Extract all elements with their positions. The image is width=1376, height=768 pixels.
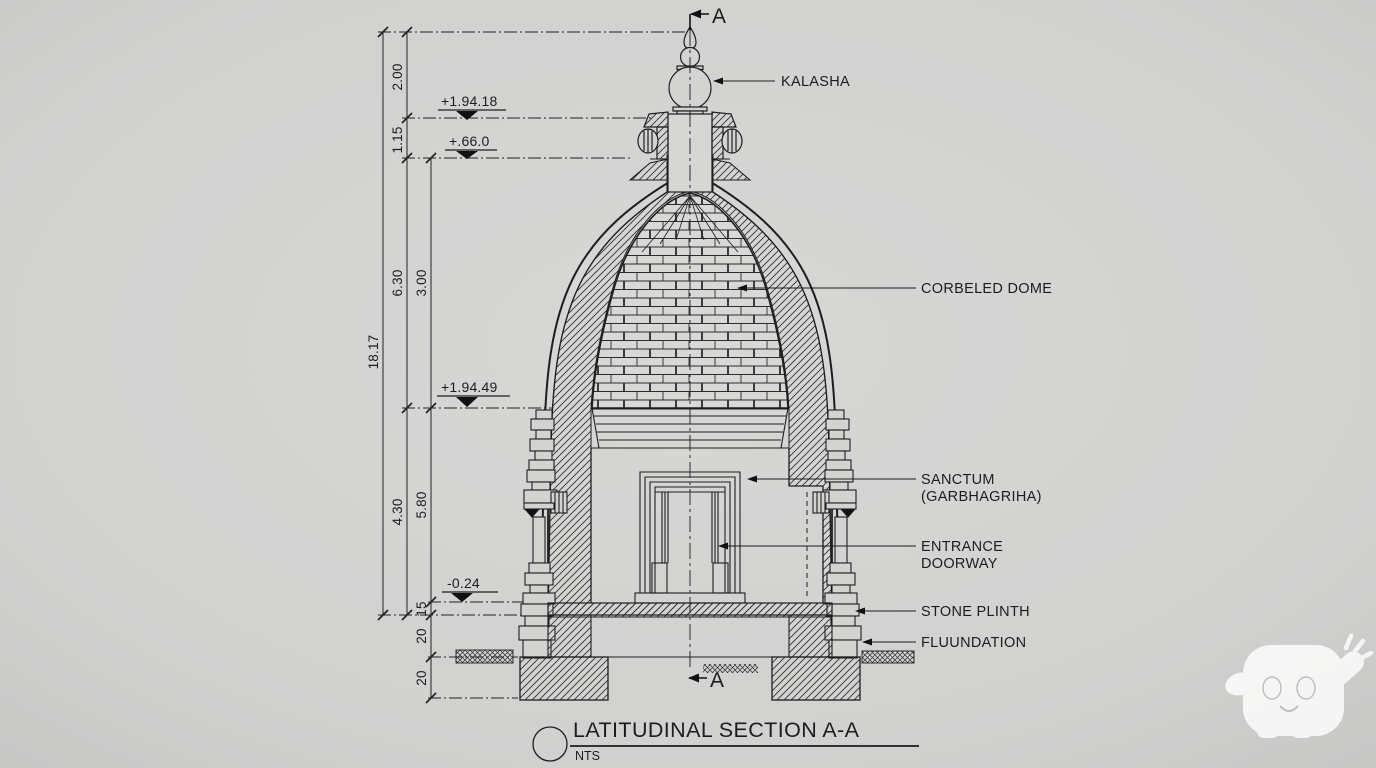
mascot-body <box>1243 645 1344 736</box>
dim-foundation-depth: 20 <box>414 670 429 685</box>
level-triangle-icon <box>451 593 473 602</box>
pilaster-ribbed-bracket <box>550 491 568 514</box>
mascot-right-arm <box>1328 651 1364 686</box>
temple-section <box>455 25 915 701</box>
watermark-mascot <box>1225 633 1374 738</box>
mascot-right-leg <box>1291 722 1313 738</box>
ground-soil-hatch <box>455 649 915 673</box>
callout-kalasha: KALASHA <box>713 74 850 90</box>
section-arrow-icon <box>688 673 699 683</box>
level-triangle-icon <box>456 151 478 159</box>
dim-shikhara: 6.30 <box>390 269 405 296</box>
section-arrow-icon <box>690 9 701 19</box>
mascot-left-arm <box>1225 672 1255 696</box>
mascot-left-leg <box>1257 722 1279 738</box>
pilaster-left <box>518 409 568 659</box>
section-letter-bottom: A <box>710 669 724 692</box>
level-plinth-top: -0.24 <box>442 575 498 602</box>
title-bubble-icon <box>532 726 568 762</box>
label-sanctum-line1: SANCTUM <box>921 472 995 488</box>
callout-corbeled-dome: CORBELED DOME <box>737 281 1052 297</box>
label-entrance-line2: DOORWAY <box>921 556 998 572</box>
dim-sanctum-height: 5.80 <box>414 491 429 518</box>
callout-stone-plinth: STONE PLINTH <box>855 604 1030 620</box>
label-kalasha: KALASHA <box>781 74 850 90</box>
title-block: LATITUDINAL SECTION A-A NTS <box>532 718 919 763</box>
level-dome-springing: +1.94.49 <box>437 379 510 407</box>
level-dome-springing-value: +1.94.49 <box>441 379 498 395</box>
mascot-sparkle-icon <box>1343 633 1374 662</box>
level-finial-base: +1.94.18 <box>438 93 506 120</box>
annotations: KALASHA CORBELED DOME SANCTUM (GARBHAGRI… <box>713 74 1052 651</box>
dim-wall-zone: 4.30 <box>390 498 405 525</box>
leader-arrow-icon <box>737 284 747 292</box>
callout-entrance: ENTRANCE DOORWAY <box>718 539 1003 572</box>
leader-arrow-icon <box>713 77 723 85</box>
label-sanctum-line2: (GARBHAGRIHA) <box>921 489 1042 505</box>
label-entrance-line1: ENTRANCE <box>921 539 1003 555</box>
section-letter-top: A <box>712 5 726 28</box>
dim-kalasha-base: 1.15 <box>390 126 405 153</box>
dim-plinth-band: 15 <box>414 601 429 616</box>
leader-arrow-icon <box>855 607 865 615</box>
leader-arrow-icon <box>718 542 728 550</box>
level-shikhara-apex: +.66.0 <box>445 133 497 159</box>
label-corbeled-dome: CORBELED DOME <box>921 281 1052 297</box>
callout-sanctum: SANCTUM (GARBHAGRIHA) <box>747 472 1042 505</box>
section-marker-top: A <box>689 5 726 30</box>
dome-apex-fan-lines <box>641 195 739 253</box>
leader-arrow-icon <box>747 475 757 483</box>
level-shikhara-apex-value: +.66.0 <box>449 133 490 149</box>
dim-plinth: 20 <box>414 628 429 643</box>
level-triangle-icon <box>456 111 478 120</box>
dimension-ticks <box>377 26 437 704</box>
label-stone-plinth: STONE PLINTH <box>921 604 1030 620</box>
dimension-values: 18.17 2.00 1.15 6.30 3.00 4.30 5.80 15 2… <box>366 63 429 685</box>
drawing-title: LATITUDINAL SECTION A-A <box>573 718 860 742</box>
level-plinth-top-value: -0.24 <box>447 575 480 591</box>
label-foundation: FLUUNDATION <box>921 635 1026 651</box>
section-marker-bottom: A <box>688 669 724 692</box>
dim-total-height: 18.17 <box>366 335 381 370</box>
mascot-face <box>1262 676 1316 712</box>
level-finial-base-value: +1.94.18 <box>441 93 498 109</box>
kalasha-side-volute <box>637 128 659 154</box>
dim-dome: 3.00 <box>414 269 429 296</box>
kalasha-side-volute <box>721 128 743 154</box>
leader-arrow-icon <box>862 638 872 646</box>
callout-foundation: FLUUNDATION <box>862 635 1026 651</box>
door-jamb-lines <box>661 492 719 563</box>
drawing-scale: NTS <box>575 749 600 763</box>
level-markers: +1.94.18 +.66.0 +1.94.49 -0.24 <box>437 93 510 602</box>
dim-finial: 2.00 <box>390 63 405 90</box>
level-triangle-icon <box>456 397 478 407</box>
pilaster-eave-wedge <box>523 508 541 518</box>
foundation <box>519 656 861 701</box>
